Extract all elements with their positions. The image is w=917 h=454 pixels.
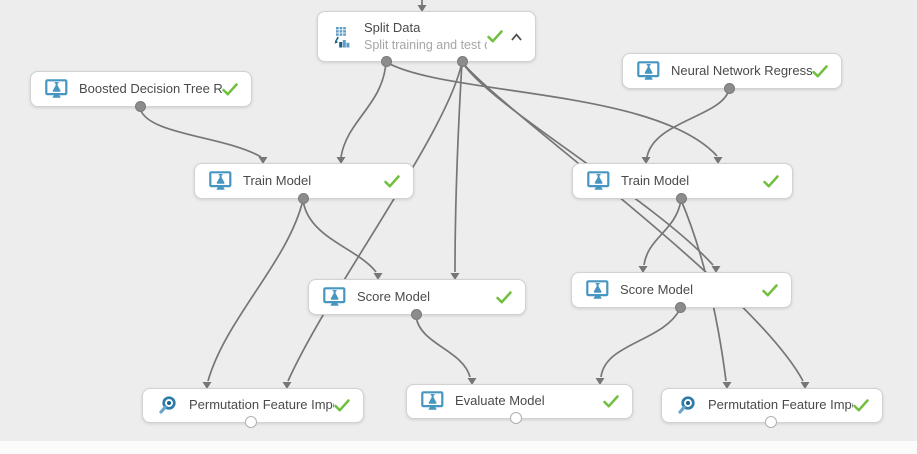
node-score-model-center[interactable]: Score Model bbox=[308, 279, 526, 320]
node-title: Split Data bbox=[364, 19, 421, 35]
connection-arrowhead bbox=[336, 157, 346, 164]
connection-arrowhead bbox=[711, 266, 721, 273]
node-labels: Train Model bbox=[621, 173, 689, 190]
node-permutation-feature-importance-right[interactable]: Permutation Feature Import... bbox=[661, 388, 883, 428]
node-score-model-right[interactable]: Score Model bbox=[571, 272, 792, 313]
status-complete-check-icon bbox=[762, 283, 778, 297]
status-complete-check-icon bbox=[812, 64, 828, 78]
node-labels: Permutation Feature Import... bbox=[189, 397, 334, 414]
node-neural-network-regression[interactable]: Neural Network Regression bbox=[622, 53, 842, 94]
node-evaluate-model[interactable]: Evaluate Model bbox=[406, 384, 633, 424]
node-labels: Permutation Feature Import... bbox=[708, 397, 853, 414]
connection-line[interactable] bbox=[385, 61, 718, 157]
ml-module-icon bbox=[586, 279, 609, 301]
node-boosted-decision-tree-regression[interactable]: Boosted Decision Tree Regr... bbox=[30, 71, 252, 112]
status-complete-check-icon bbox=[222, 82, 238, 96]
node-title: Neural Network Regression bbox=[671, 62, 812, 78]
status-complete-check-icon bbox=[603, 395, 619, 408]
output-port[interactable] bbox=[298, 193, 309, 204]
status-complete-check-icon bbox=[853, 399, 869, 412]
node-title: Score Model bbox=[620, 281, 693, 297]
output-port[interactable] bbox=[245, 416, 257, 428]
output-port[interactable] bbox=[457, 56, 468, 67]
output-port[interactable] bbox=[381, 56, 392, 67]
node-train-model-right[interactable]: Train Model bbox=[572, 163, 793, 204]
split-data-icon bbox=[332, 26, 353, 48]
connection-arrowhead bbox=[450, 273, 460, 280]
ml-module-icon bbox=[587, 170, 610, 192]
node-labels: Boosted Decision Tree Regr... bbox=[79, 81, 222, 98]
status-complete-check-icon bbox=[496, 290, 512, 304]
node-title: Boosted Decision Tree Regr... bbox=[79, 80, 222, 96]
output-port[interactable] bbox=[675, 302, 686, 313]
canvas-bottom-strip bbox=[0, 441, 917, 454]
connection-line[interactable] bbox=[454, 61, 463, 273]
connection-line[interactable] bbox=[461, 61, 714, 266]
output-port[interactable] bbox=[135, 101, 146, 112]
connection-arrowhead bbox=[713, 157, 723, 164]
connection-arrowhead bbox=[595, 378, 605, 385]
connection-arrowhead bbox=[373, 273, 383, 280]
node-title: Permutation Feature Import... bbox=[708, 397, 853, 413]
node-title: Train Model bbox=[621, 172, 690, 188]
node-labels: Score Model bbox=[620, 282, 693, 299]
magnifier-icon bbox=[676, 395, 697, 416]
status-complete-check-icon bbox=[763, 174, 779, 188]
ml-module-icon bbox=[209, 170, 232, 192]
ml-module-icon bbox=[323, 286, 346, 308]
connection-line[interactable] bbox=[139, 107, 262, 158]
connection-arrowhead bbox=[641, 157, 651, 164]
node-permutation-feature-importance-left[interactable]: Permutation Feature Import... bbox=[142, 388, 364, 428]
connection-arrowhead bbox=[258, 157, 268, 164]
node-labels: Evaluate Model bbox=[455, 393, 545, 410]
output-port[interactable] bbox=[510, 412, 522, 424]
ml-module-icon bbox=[45, 78, 68, 100]
status-complete-check-icon bbox=[487, 30, 503, 43]
node-title: Evaluate Model bbox=[455, 393, 545, 409]
node-labels: Score Model bbox=[357, 289, 430, 306]
node-title: Score Model bbox=[357, 288, 430, 304]
output-port[interactable] bbox=[411, 309, 422, 320]
status-complete-check-icon bbox=[384, 174, 400, 188]
connection-arrowhead bbox=[638, 266, 648, 273]
output-port[interactable] bbox=[676, 193, 687, 204]
node-labels: Neural Network Regression bbox=[671, 63, 812, 80]
connection-line[interactable] bbox=[340, 61, 387, 158]
node-train-model-left[interactable]: Train Model bbox=[194, 163, 414, 204]
status-complete-check-icon bbox=[334, 399, 350, 412]
magnifier-icon bbox=[157, 395, 178, 416]
connection-line[interactable] bbox=[461, 61, 804, 382]
connection-line[interactable] bbox=[302, 199, 377, 273]
node-title: Permutation Feature Import... bbox=[189, 397, 334, 413]
connection-line[interactable] bbox=[600, 308, 681, 378]
connection-arrowhead bbox=[417, 5, 427, 12]
connection-arrowhead bbox=[282, 382, 292, 389]
connection-arrowhead bbox=[202, 382, 212, 389]
node-title: Train Model bbox=[243, 172, 312, 188]
node-subtitle: Split training and test data bbox=[364, 37, 487, 52]
output-port[interactable] bbox=[765, 416, 777, 428]
ml-module-icon bbox=[637, 60, 660, 82]
ml-module-icon bbox=[421, 391, 444, 412]
connection-arrowhead bbox=[467, 378, 477, 385]
collapse-chevron-up-icon[interactable] bbox=[511, 32, 522, 41]
connection-line[interactable] bbox=[207, 199, 304, 382]
connection-line[interactable] bbox=[643, 199, 682, 266]
connection-arrowhead bbox=[800, 382, 810, 389]
output-port[interactable] bbox=[724, 83, 735, 94]
connection-line[interactable] bbox=[415, 315, 471, 378]
connection-line[interactable] bbox=[646, 89, 730, 158]
node-labels: Train Model bbox=[243, 173, 311, 190]
connection-line[interactable] bbox=[287, 61, 463, 382]
connection-arrowhead bbox=[722, 382, 732, 389]
